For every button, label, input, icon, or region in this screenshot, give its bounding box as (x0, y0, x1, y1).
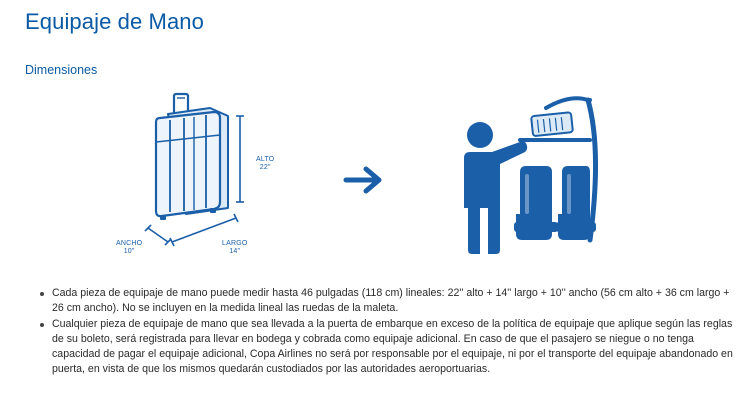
carry-on-rules-list: Cada pieza de equipaje de mano puede med… (35, 286, 742, 377)
length-label-text: LARGO (222, 240, 248, 247)
width-dimension-label: ANCHO 10" (116, 240, 142, 256)
height-value-text: 22" (259, 164, 271, 171)
page-title: Equipaje de Mano (25, 9, 204, 34)
suitcase-icon (144, 92, 244, 247)
list-item: Cada pieza de equipaje de mano puede med… (40, 286, 742, 316)
height-label-text: ALTO (256, 156, 275, 163)
section-title-dimensiones: Dimensiones (25, 63, 98, 77)
width-value-text: 10" (123, 248, 135, 255)
arrow-right-icon (343, 166, 382, 194)
length-value-text: 14" (229, 248, 241, 255)
list-item: Cualquier pieza de equipaje de mano que … (40, 317, 742, 377)
overhead-bin-passenger-icon (464, 96, 598, 254)
height-dimension-label: ALTO 22" (256, 156, 274, 172)
width-label-text: ANCHO (116, 240, 143, 247)
length-dimension-label: LARGO 14" (222, 240, 248, 256)
carry-on-illustration: ALTO 22" ANCHO 10" LARGO 14" (110, 90, 630, 265)
